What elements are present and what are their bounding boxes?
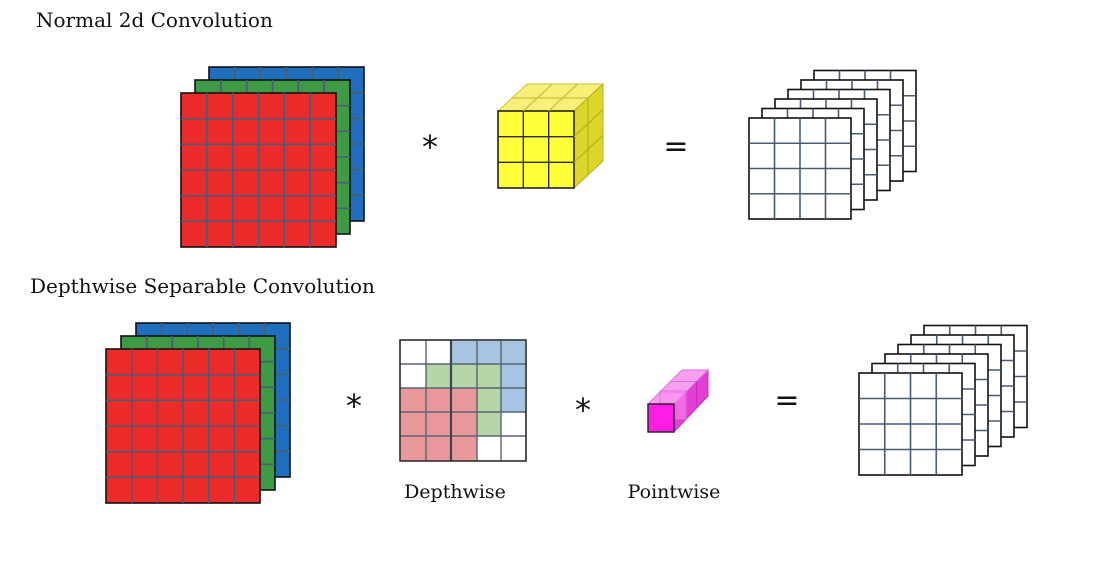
equals-operator: = [774,383,799,418]
output-sheet [748,117,852,220]
depthwise-red-kernel [400,388,477,461]
depthwise-label: Depthwise [404,481,506,503]
kernel-cube-icon [496,82,605,190]
output-feature-map-stack-icon [858,324,1028,476]
pointwise-label: Pointwise [628,481,721,503]
pointwise-kernel-icon [646,368,710,434]
convolve-operator: * [346,387,362,425]
convolve-operator: * [422,128,438,166]
kernel-front-face [497,110,575,189]
rgb-input-volume-icon [105,322,291,504]
title-normal-convolution: Normal 2d Convolution [36,8,273,32]
convolve-operator: * [575,391,591,429]
kernel-grid-lines [498,83,604,188]
rgb-input-volume-icon [180,66,365,248]
depthwise-outline [399,339,527,462]
depthwise-grid-lines [399,339,527,462]
depthwise-kernel-stack-icon [399,339,527,462]
red-channel-sheet [180,92,337,248]
red-channel-sheet [105,348,261,504]
equals-operator: = [663,129,688,164]
output-feature-map-stack-icon [748,69,917,220]
pointwise-front-face [647,403,675,433]
title-depthwise-separable: Depthwise Separable Convolution [30,274,375,298]
output-sheet [858,372,963,476]
